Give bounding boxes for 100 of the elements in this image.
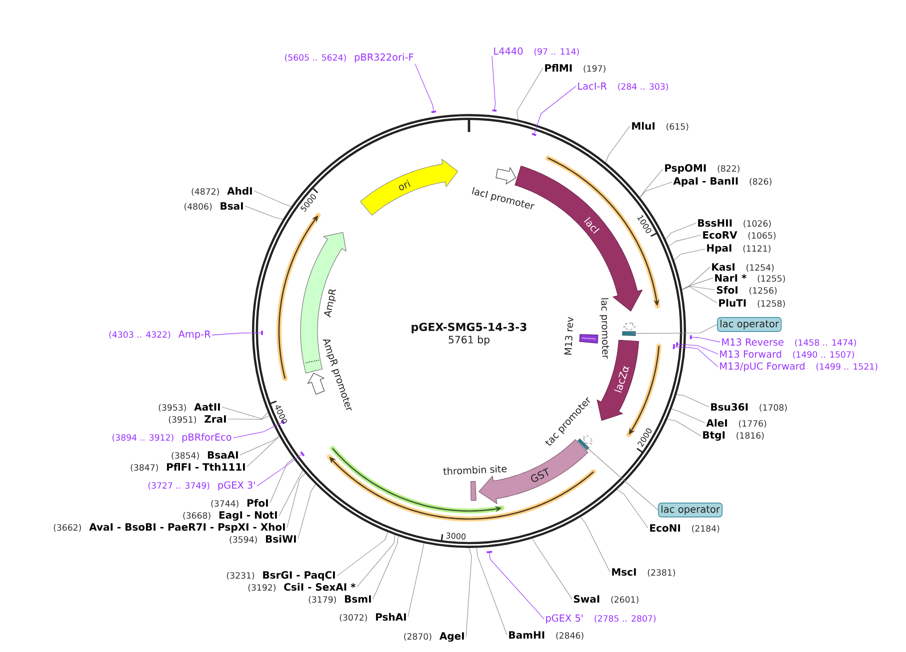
leader-line xyxy=(668,234,702,246)
primer-mark xyxy=(492,109,497,112)
leader-line xyxy=(232,422,282,438)
primer-mark xyxy=(676,342,678,346)
site-position: (3072) xyxy=(340,614,367,622)
site-position: (1254) xyxy=(746,264,774,272)
enzyme-name: AatII xyxy=(194,403,220,411)
site-position: (1026) xyxy=(744,220,771,228)
leader-line xyxy=(408,542,424,618)
site-position: (3192) xyxy=(248,584,276,592)
site-position: (4806) xyxy=(184,203,212,211)
primer-mark xyxy=(261,330,263,335)
primer-site: M13 rev xyxy=(564,316,598,355)
primer-mark xyxy=(690,335,692,340)
primer-mark xyxy=(486,550,492,554)
leader-line xyxy=(692,336,720,342)
leader-line xyxy=(492,56,496,110)
primer-position: (284 .. 303) xyxy=(618,83,668,91)
enzyme-name: PshAI xyxy=(376,612,406,621)
leader-line xyxy=(372,536,399,600)
enzyme-name: MscI xyxy=(612,568,636,576)
leader-line xyxy=(631,324,718,334)
enzyme-name: SwaI xyxy=(574,595,600,603)
site-position: (3953) xyxy=(158,404,186,412)
primer-name: L4440 xyxy=(494,47,523,55)
leader-line xyxy=(584,446,658,510)
primer-name: pGEX 3' xyxy=(218,481,255,491)
primer-position: (1499 .. 1521) xyxy=(816,363,878,371)
site-position: (1121) xyxy=(743,245,770,253)
plasmid-name: pGEX-SMG5-14-3-3 xyxy=(412,322,526,334)
site-position: (3231) xyxy=(226,572,254,580)
site-position: (1776) xyxy=(739,420,766,428)
enzyme-name: AhdI xyxy=(227,186,252,195)
leader-line xyxy=(336,532,388,576)
enzyme-name: EcoNI xyxy=(650,524,680,532)
leader-line xyxy=(270,458,294,504)
leader-line xyxy=(212,332,262,336)
leader-line xyxy=(666,418,702,436)
leader-line xyxy=(244,206,284,220)
enzyme-name: BsrGI - PaqCI xyxy=(263,571,335,581)
operator-site xyxy=(577,438,590,450)
leader-line xyxy=(640,168,664,198)
leader-line xyxy=(228,416,270,420)
leader-line xyxy=(580,516,610,572)
leader-line xyxy=(516,68,544,120)
enzyme-name: EagI - NotI xyxy=(219,511,277,521)
site-position: (1258) xyxy=(758,300,785,308)
enzyme-name: AvaI - BsoBI - PaeR7I - PspXI - XhoI xyxy=(89,522,285,533)
enzyme-name: ApaI - BanII xyxy=(673,177,738,187)
leader-line xyxy=(466,548,472,638)
leader-line xyxy=(254,190,292,207)
leader-line xyxy=(674,248,706,261)
site-position: (3951) xyxy=(168,416,196,424)
site-position: (3744) xyxy=(211,500,238,508)
leader-line xyxy=(298,484,316,540)
site-position: (3854) xyxy=(172,452,199,460)
enzyme-name: EcoRV xyxy=(703,231,738,239)
enzyme-name: AgeI xyxy=(439,632,464,642)
primer-position: (97 .. 114) xyxy=(534,48,579,56)
enzyme-name: BsaI xyxy=(220,202,243,210)
primer-mark xyxy=(672,344,675,350)
leader-line xyxy=(356,534,396,588)
leader-line xyxy=(286,473,306,528)
leader-line xyxy=(534,86,576,134)
enzyme-name: BsmI xyxy=(345,595,371,603)
site-position: (2870) xyxy=(404,633,432,641)
leader-line xyxy=(246,436,280,468)
primer-position: (4303 .. 4322) xyxy=(109,331,170,339)
site-position: (197) xyxy=(584,65,606,73)
enzyme-name: BamHI xyxy=(509,631,544,639)
leader-line xyxy=(676,394,710,408)
leader-line xyxy=(640,182,672,198)
leader-line xyxy=(240,436,280,456)
site-position: (3179) xyxy=(308,596,336,604)
leader-line xyxy=(605,126,630,163)
site-position: (3594) xyxy=(230,536,257,544)
leader-line xyxy=(616,489,648,528)
leader-line xyxy=(256,454,302,486)
primer-name: M13 Reverse xyxy=(722,338,784,346)
primer-position: (3894 .. 3912) xyxy=(112,434,174,442)
primer-position: (1490 .. 1507) xyxy=(793,351,854,359)
site-position: (615) xyxy=(666,123,688,131)
leader-line xyxy=(674,346,718,368)
enzyme-name: BtgI xyxy=(703,431,725,441)
enzyme-name: ZraI xyxy=(204,415,226,423)
enzyme-name: KasI xyxy=(712,263,734,271)
primer-name: pBR322ori-F xyxy=(354,53,414,63)
leader-line xyxy=(682,286,716,290)
leader-line xyxy=(414,64,434,112)
leader-line xyxy=(278,470,304,516)
site-position: (3662) xyxy=(54,524,81,532)
primer-position: (2785 .. 2807) xyxy=(594,615,656,623)
site-position: (822) xyxy=(718,165,740,173)
leader-line xyxy=(682,286,718,304)
enzyme-name: MluI xyxy=(632,122,654,130)
site-position: (4872) xyxy=(192,188,219,196)
site-position: (2381) xyxy=(648,569,675,577)
site-position: (1708) xyxy=(760,404,787,412)
site-position: (826) xyxy=(750,178,772,186)
primer-name: M13 Forward xyxy=(720,350,782,358)
